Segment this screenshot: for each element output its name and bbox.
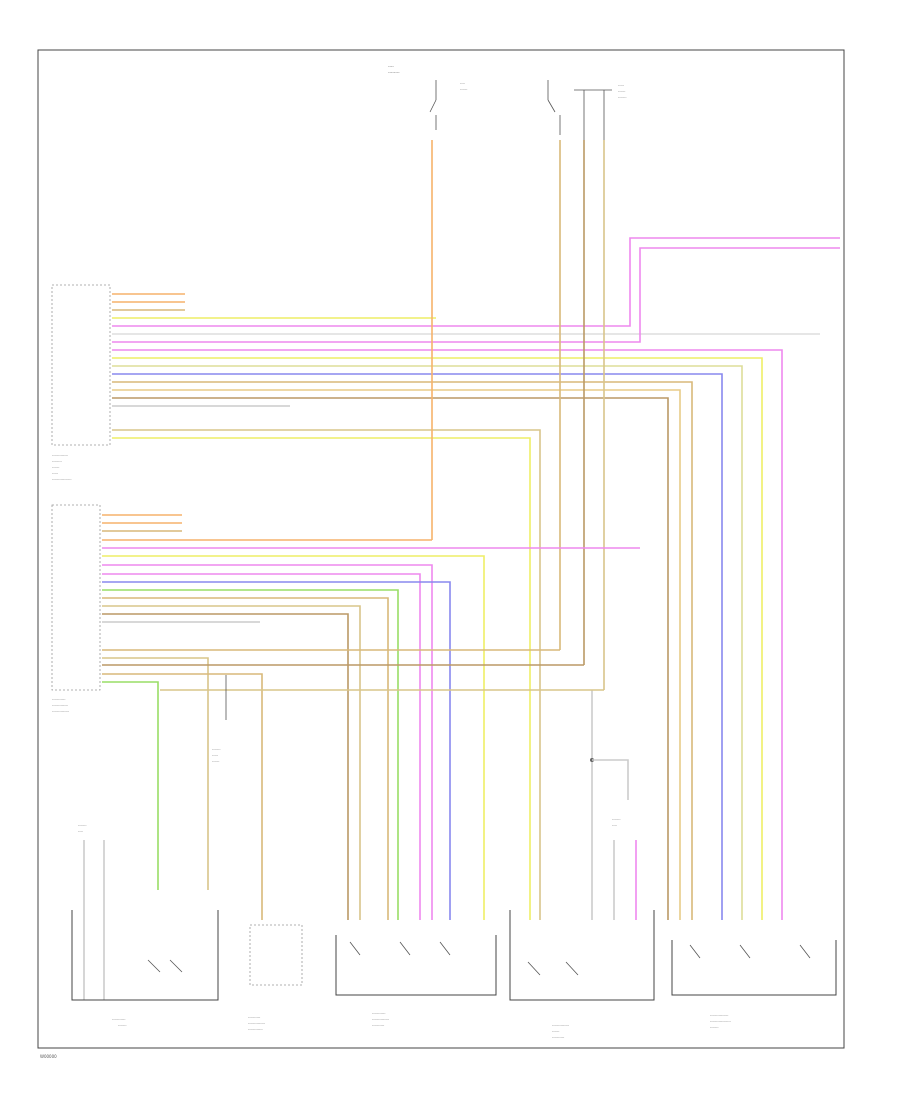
connector-block-lower xyxy=(51,504,101,691)
svg-text:--------: -------- xyxy=(388,70,400,75)
svg-text:-------------: ------------- xyxy=(52,703,69,707)
component-driver-door-switch: ----------- ------- xyxy=(71,910,219,1027)
svg-text:----: ---- xyxy=(612,823,618,827)
svg-text:-------: ------- xyxy=(118,1023,127,1027)
svg-text:-------: ------- xyxy=(78,823,87,827)
component-front-passenger-door-module: --------------- ----------------- ------… xyxy=(671,940,837,1029)
component-driver-door-module: ----------- -------------- ---------- xyxy=(335,935,497,1027)
svg-text:----: ---- xyxy=(460,81,466,85)
svg-text:--------------: -------------- xyxy=(552,1023,570,1027)
svg-text:-----------: ----------- xyxy=(112,1017,126,1021)
svg-text:------------: ------------ xyxy=(248,1027,263,1031)
connector-block-upper xyxy=(51,284,111,446)
svg-text:-------: ------- xyxy=(212,747,221,751)
svg-text:--------------: -------------- xyxy=(52,709,70,713)
wires-vertical-trunks xyxy=(431,140,605,920)
svg-text:-----: ----- xyxy=(52,471,59,475)
svg-text:--------------: -------------- xyxy=(372,1017,390,1021)
component-front-passenger-switch: -------------- ------ ---------- xyxy=(509,910,655,1039)
svg-text:-----: ----- xyxy=(618,83,625,87)
svg-text:-----------: ----------- xyxy=(52,697,66,701)
svg-text:------: ------ xyxy=(552,1029,560,1033)
wires-lower-block xyxy=(102,514,640,920)
junction-right-mid: ------- ---- xyxy=(590,758,637,920)
svg-text:-----------------: ----------------- xyxy=(710,1019,732,1023)
svg-text:----------: ---------- xyxy=(552,1035,565,1039)
svg-text:-------------: ------------- xyxy=(52,453,69,457)
svg-text:-----: ----- xyxy=(212,753,219,757)
svg-text:--------------: -------------- xyxy=(248,1021,266,1025)
svg-text:-------: ------- xyxy=(612,817,621,821)
svg-text:-----------: ----------- xyxy=(372,1011,386,1015)
svg-text:----------------: ---------------- xyxy=(52,477,72,481)
ground-symbol-left: ------- ---- xyxy=(78,823,105,1000)
svg-text:------: ------ xyxy=(52,465,60,469)
diagram-frame xyxy=(37,49,845,1049)
fuse-block-top: ---- -------- ---- ------ xyxy=(388,64,468,130)
svg-text:----: ---- xyxy=(388,64,394,69)
svg-text:----: ---- xyxy=(78,829,84,833)
svg-text:------: ------ xyxy=(212,759,220,763)
svg-text:------: ------ xyxy=(460,87,468,91)
svg-text:------: ------ xyxy=(618,89,626,93)
svg-text:--------: -------- xyxy=(52,459,63,463)
svg-text:-------: ------- xyxy=(710,1025,719,1029)
svg-text:-------: ------- xyxy=(618,95,627,99)
wires-upper-block xyxy=(112,237,840,920)
svg-text:---------------: --------------- xyxy=(710,1013,729,1017)
component-central-locking: ---------- -------------- ------------ xyxy=(248,924,303,1031)
svg-text:----------: ---------- xyxy=(248,1015,261,1019)
ground-symbol-middle: ------- ----- ------ xyxy=(212,675,227,763)
footer-code: W00000 xyxy=(40,1054,57,1059)
svg-text:----------: ---------- xyxy=(372,1023,385,1027)
relay-switch-top-right: ----- ------ ------- xyxy=(547,80,627,140)
